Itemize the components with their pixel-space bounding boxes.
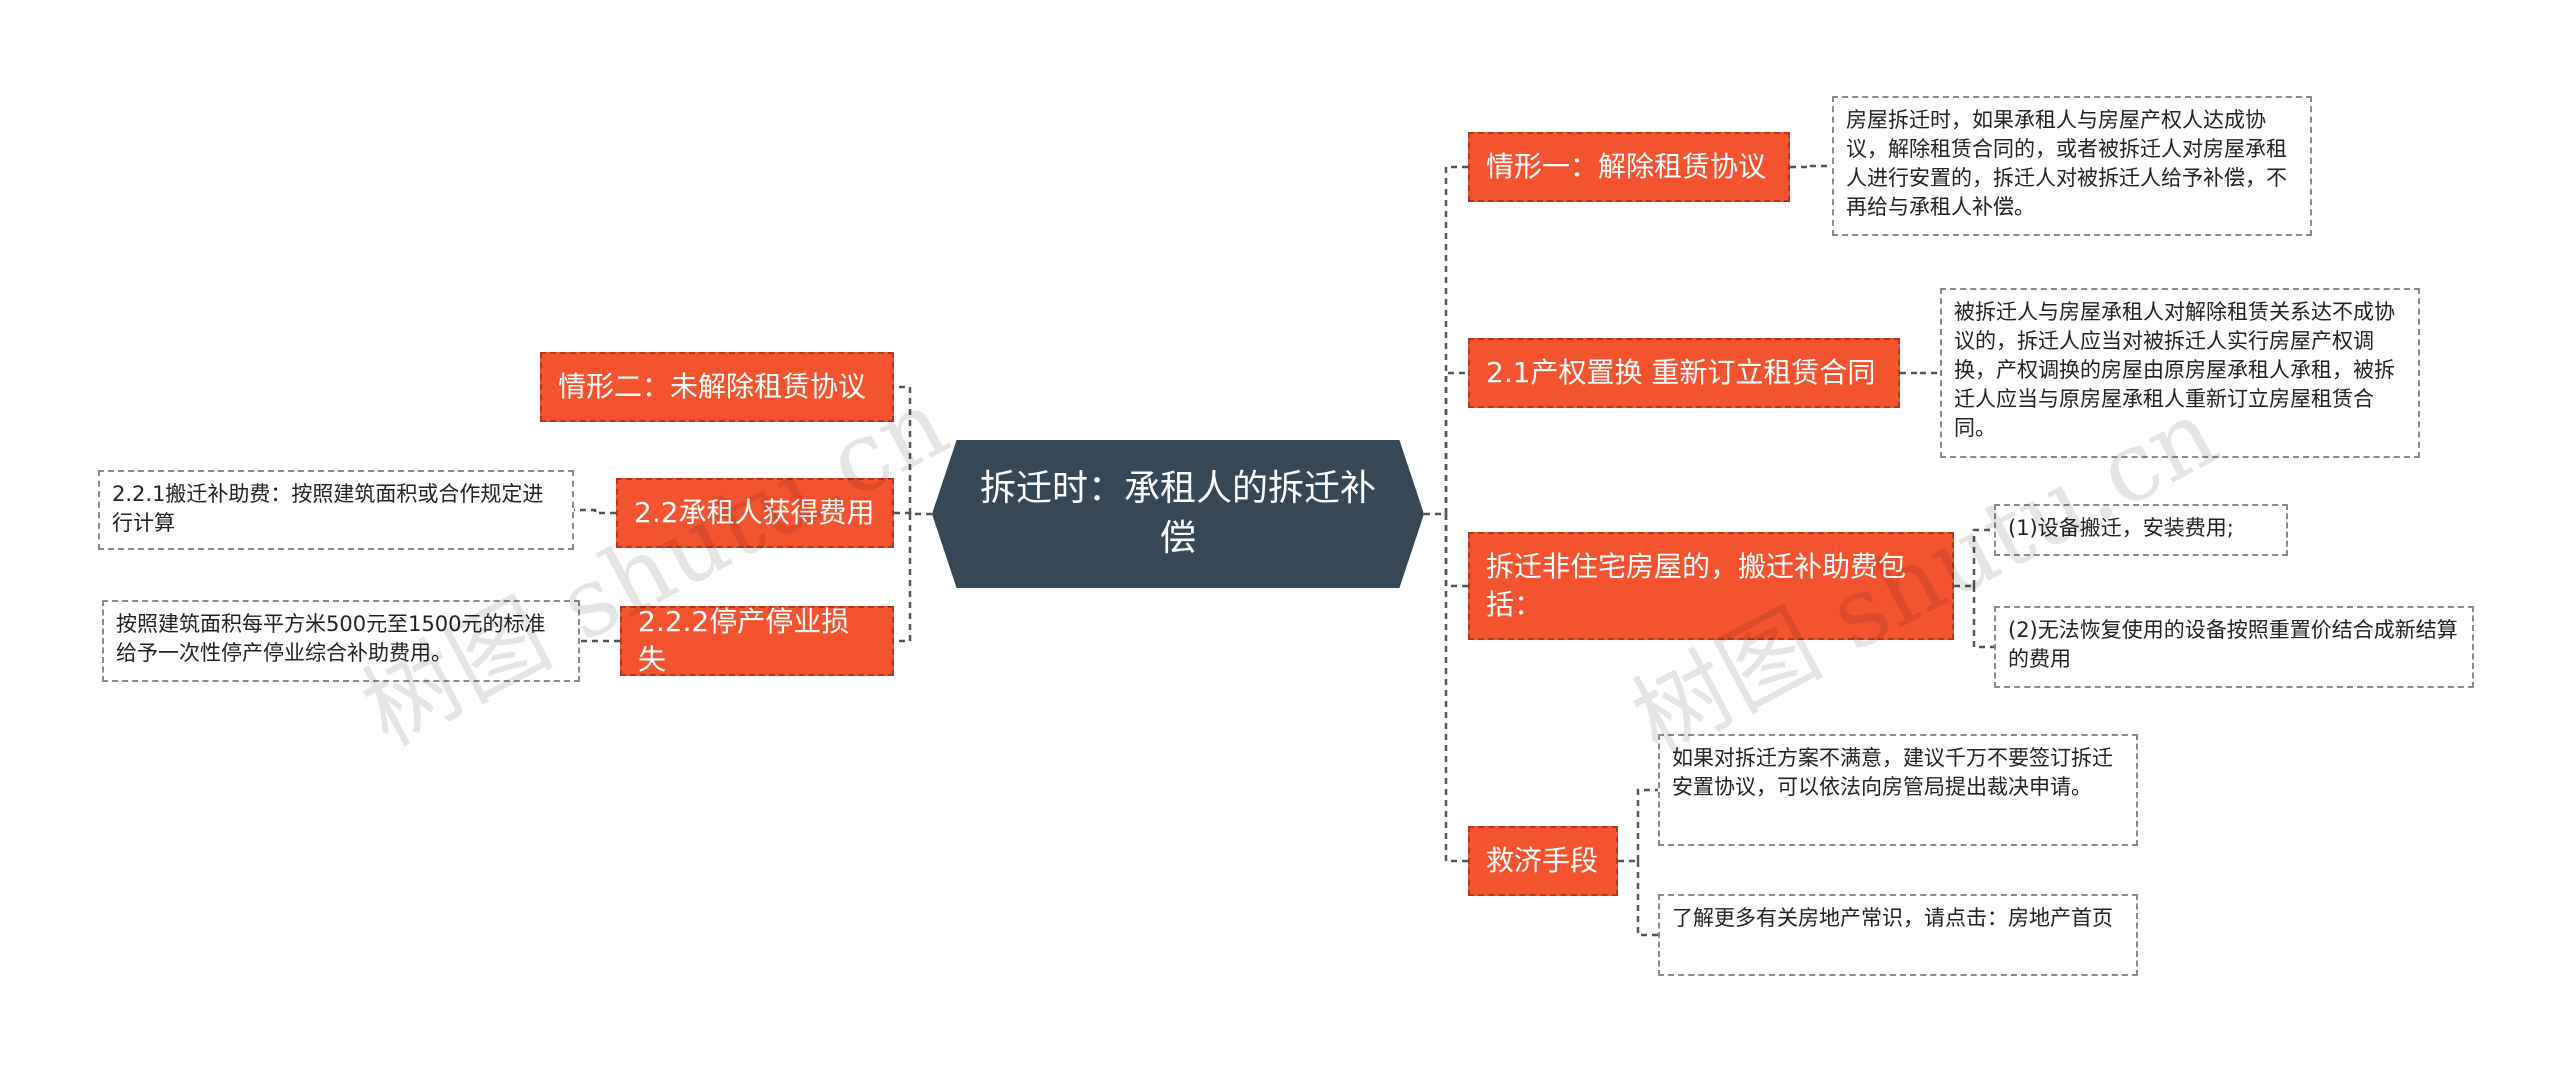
topic-left-business-loss[interactable]: 2.2.2停产停业损失 [620,605,894,676]
connector-topic-leaf [1636,861,1658,937]
leaf-arbitration-advice[interactable]: 如果对拆迁方案不满意，建议千万不要签订拆迁安置协议，可以依法向房管局提出裁决申请… [1658,734,2138,846]
topic-label: 2.2承租人获得费用 [634,496,875,529]
leaf-equipment-replacement[interactable]: (2)无法恢复使用的设备按照重置价结合成新结算的费用 [1994,606,2474,688]
leaf-terminate-lease[interactable]: 房屋拆迁时，如果承租人与房屋产权人达成协议，解除租赁合同的，或者被拆迁人对房屋承… [1832,96,2312,236]
topic-left-tenant-fees[interactable]: 2.2承租人获得费用 [616,478,894,548]
connector-topic-leaf [1809,164,1832,168]
leaf-text: (2)无法恢复使用的设备按照重置价结合成新结算的费用 [2008,618,2458,671]
root-title: 拆迁时：承租人的拆迁补偿 [979,468,1376,559]
connector-right-topic [1444,371,1468,514]
topic-right-property-swap[interactable]: 2.1产权置换 重新订立租赁合同 [1468,338,1900,408]
topic-label: 救济手段 [1486,844,1599,877]
topic-left-situation-two[interactable]: 情形二：未解除租赁协议 [540,352,894,422]
connector-right-topic [1444,514,1468,863]
leaf-more-info-link[interactable]: 了解更多有关房地产常识，请点击：房地产首页 [1658,894,2138,976]
topic-label: 拆迁非住宅房屋的，搬迁补助费包括： [1486,550,1907,621]
connector-topic-leaf [1636,788,1658,861]
root-node[interactable]: 拆迁时：承租人的拆迁补偿 [932,440,1424,588]
connector-left-topic [894,385,912,514]
connector-topic-leaf [1972,528,1994,586]
leaf-text: 2.2.1搬迁补助费：按照建筑面积或合作规定进行计算 [112,482,544,535]
leaf-text: 了解更多有关房地产常识，请点击：房地产首页 [1672,906,2113,930]
topic-right-non-residential[interactable]: 拆迁非住宅房屋的，搬迁补助费包括： [1468,532,1954,640]
connector-left-topic [894,514,912,643]
leaf-relocation-subsidy[interactable]: 2.2.1搬迁补助费：按照建筑面积或合作规定进行计算 [98,470,574,550]
connector-right-topic [1444,514,1468,588]
leaf-property-swap-detail[interactable]: 被拆迁人与房屋承租人对解除租赁关系达不成协议的，拆迁人应当对被拆迁人实行房屋产权… [1940,288,2420,458]
leaf-equipment-moving[interactable]: (1)设备搬迁，安装费用; [1994,504,2288,556]
leaf-text: 如果对拆迁方案不满意，建议千万不要签订拆迁安置协议，可以依法向房管局提出裁决申请… [1672,746,2113,799]
connector-left-topic [894,511,912,515]
leaf-text: 按照建筑面积每平方米500元至1500元的标准给予一次性停产停业综合补助费用。 [116,612,546,665]
topic-label: 情形一：解除租赁协议 [1486,150,1767,183]
leaf-text: (1)设备搬迁，安装费用; [2008,516,2234,540]
connector-topic-leaf [574,508,616,515]
topic-right-situation-one[interactable]: 情形一：解除租赁协议 [1468,132,1790,202]
topic-label: 2.2.2停产停业损失 [638,605,850,676]
topic-right-remedies[interactable]: 救济手段 [1468,826,1618,896]
connector-topic-leaf [1972,586,1994,649]
leaf-text: 被拆迁人与房屋承租人对解除租赁关系达不成协议的，拆迁人应当对被拆迁人实行房屋产权… [1954,300,2395,440]
connector-right-topic [1444,165,1468,514]
topic-label: 2.1产权置换 重新订立租赁合同 [1486,356,1876,389]
leaf-text: 房屋拆迁时，如果承租人与房屋产权人达成协议，解除租赁合同的，或者被拆迁人对房屋承… [1846,108,2287,219]
topic-label: 情形二：未解除租赁协议 [558,370,867,403]
leaf-business-subsidy[interactable]: 按照建筑面积每平方米500元至1500元的标准给予一次性停产停业综合补助费用。 [102,600,580,682]
